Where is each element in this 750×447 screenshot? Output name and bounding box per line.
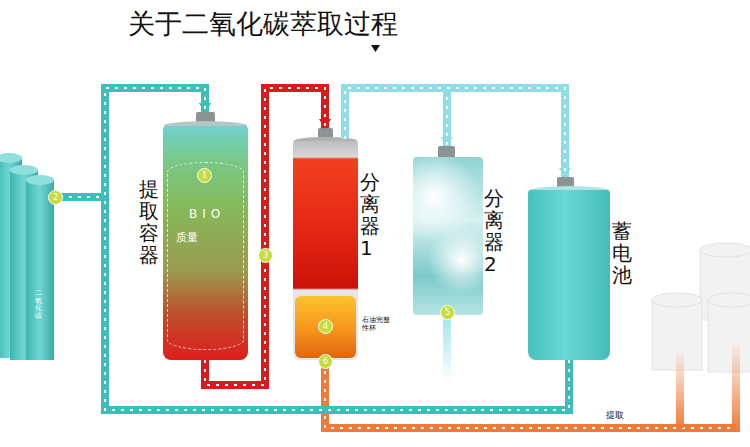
cylinder-label: 二氧化碳 [35,290,42,321]
accumulator-tank: 蓄电池 [528,190,610,360]
cup-label: 石油完整性杯 [362,316,390,333]
title-marker [371,45,380,52]
process-label: 提取 [604,409,626,422]
outlet-pipe [443,316,451,382]
callout-number: 3 [258,248,273,263]
callout-number: 6 [318,354,333,369]
gas-cylinders [0,153,54,360]
callout-number: 5 [440,305,455,320]
pipe-chevrons [105,88,569,410]
callout-number: 1 [197,168,212,183]
region-label: 质量 [176,230,198,245]
vessel-label: 分离器2 [484,187,504,275]
pipe-chevrons [345,88,447,146]
vessel-label: 分离器1 [360,171,380,259]
extraction-vessel: 提取容器BIO质量 [163,126,248,360]
gas-cylinder-bank: 二氧化碳 [0,150,60,355]
flow-pipe [105,88,569,410]
vessel-label: 蓄电池 [612,220,632,286]
diagram-title: 关于二氧化碳萃取过程 [128,6,398,42]
flow-pipe [345,88,447,146]
separator-vessel: 分离器2 [413,157,483,315]
vessel-label: 提取容器 [139,178,159,266]
biomass-region: BIO 质量 [167,162,244,350]
callout-number: 2 [48,190,63,205]
region-heading: BIO [189,207,225,221]
callout-number: 4 [318,319,333,334]
